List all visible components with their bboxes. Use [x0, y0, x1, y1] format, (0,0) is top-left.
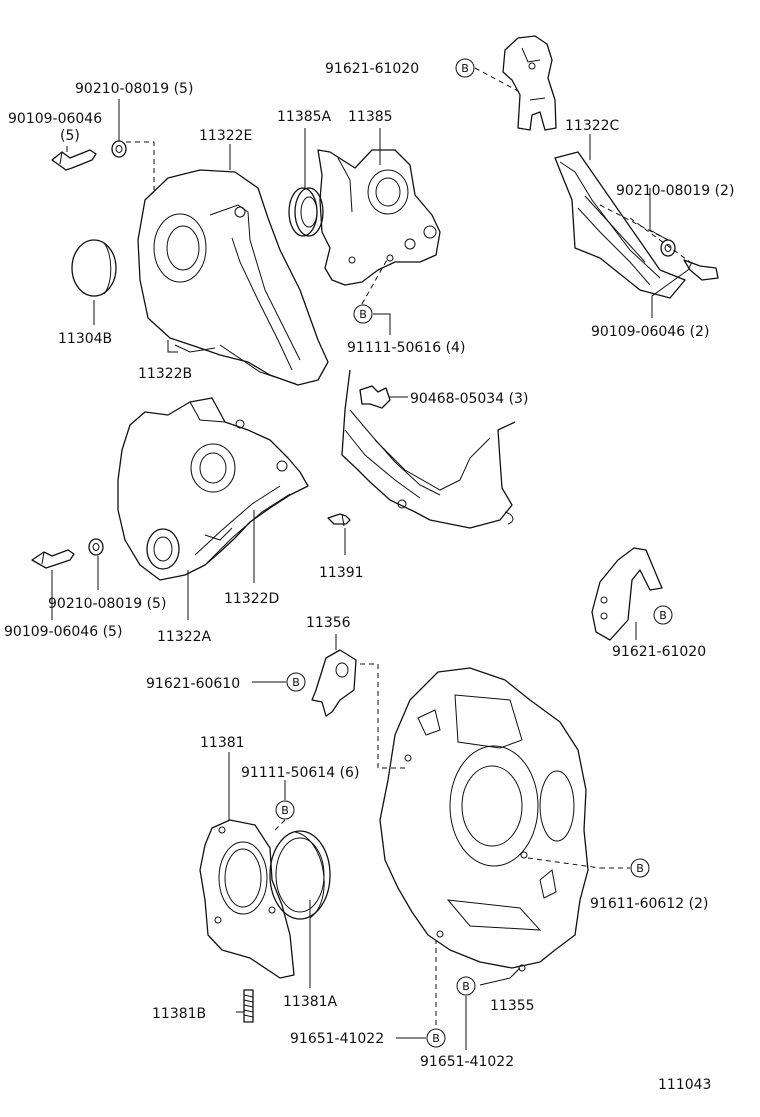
label-11391: 11391 — [319, 565, 364, 581]
label-11381a: 11381A — [283, 994, 338, 1010]
bubble-b-retainer: B — [275, 800, 295, 820]
leader-lines — [51, 67, 691, 1050]
label-90109-06046-bottom: 90109-06046 (5) — [4, 624, 122, 640]
bubble-b-top-bracket: B — [455, 58, 475, 78]
top-bracket-drawing — [502, 35, 557, 131]
label-90210-08019-2: 90210-08019 (2) — [616, 183, 734, 199]
label-90109-06046-top: 90109-06046 — [8, 111, 102, 127]
bubble-b-end-plate-right: B — [630, 858, 650, 878]
bubble-b-pump-housing: B — [353, 304, 373, 324]
label-90210-08019-top: 90210-08019 (5) — [75, 81, 193, 97]
end-plate-11355-drawing — [379, 667, 589, 972]
label-90210-08019-bottom: 90210-08019 (5) — [48, 596, 166, 612]
oil-seal-11381a-drawing — [269, 830, 331, 920]
label-11356: 11356 — [306, 615, 351, 631]
pin-11391-drawing — [327, 513, 351, 527]
svg-text:B: B — [432, 1032, 440, 1045]
retainer-11381-drawing — [199, 819, 295, 979]
svg-text:B: B — [359, 308, 367, 321]
label-91621-61020-top: 91621-61020 — [325, 61, 419, 77]
part-labels: 91621-61020 90210-08019 (5) 90109-06046 … — [4, 61, 734, 1093]
label-11322c: 11322C — [565, 118, 620, 134]
label-91111-50614: 91111-50614 (6) — [241, 765, 359, 781]
bubble-b-side-bracket: B — [653, 605, 673, 625]
label-11322e: 11322E — [199, 128, 252, 144]
bubble-b-end-plate-left: B — [426, 1028, 446, 1048]
label-90468-05034: 90468-05034 (3) — [410, 391, 528, 407]
svg-text:B: B — [659, 609, 667, 622]
label-11385: 11385 — [348, 109, 393, 125]
label-91621-60610: 91621-60610 — [146, 676, 240, 692]
bolt-nut-bottom-drawing — [31, 538, 104, 569]
clip-90468-drawing — [359, 385, 391, 409]
bolt-nut-top-drawing — [51, 140, 127, 171]
side-bracket-drawing — [591, 547, 663, 641]
bubble-b-end-plate-bottom: B — [456, 976, 476, 996]
bubble-b-bracket-11356: B — [286, 672, 306, 692]
label-91651-41022-left: 91651-41022 — [290, 1031, 384, 1047]
label-11381b: 11381B — [152, 1006, 206, 1022]
bracket-11356-drawing — [311, 649, 357, 717]
label-91611-60612: 91611-60612 (2) — [590, 896, 708, 912]
cover-11322e-drawing — [137, 169, 329, 386]
cover-11322a-drawing — [117, 397, 309, 581]
label-11304b: 11304B — [58, 331, 112, 347]
diagram-id: 111043 — [658, 1077, 711, 1093]
oil-seal-11385a-drawing — [288, 187, 324, 237]
label-11385a: 11385A — [277, 109, 332, 125]
svg-text:B: B — [281, 804, 289, 817]
label-91651-41022-bottom: 91651-41022 — [420, 1054, 514, 1070]
cover-11322c-drawing — [554, 151, 686, 299]
label-91621-61020-mid: 91621-61020 — [612, 644, 706, 660]
svg-text:B: B — [461, 62, 469, 75]
label-11381: 11381 — [200, 735, 245, 751]
label-91111-50616: 91111-50616 (4) — [347, 340, 465, 356]
plug-11304b-drawing — [71, 239, 117, 297]
stud-11381b-drawing — [243, 989, 254, 1023]
label-11322b: 11322B — [138, 366, 192, 382]
label-qty-5: (5) — [60, 128, 80, 144]
engine-block-section-drawing — [341, 369, 516, 529]
label-11355: 11355 — [490, 998, 535, 1014]
label-11322d: 11322D — [224, 591, 279, 607]
label-90109-06046-2: 90109-06046 (2) — [591, 324, 709, 340]
svg-text:B: B — [636, 862, 644, 875]
svg-text:B: B — [462, 980, 470, 993]
label-11322a: 11322A — [157, 629, 212, 645]
pump-housing-11385-drawing — [317, 149, 441, 286]
svg-text:B: B — [292, 676, 300, 689]
